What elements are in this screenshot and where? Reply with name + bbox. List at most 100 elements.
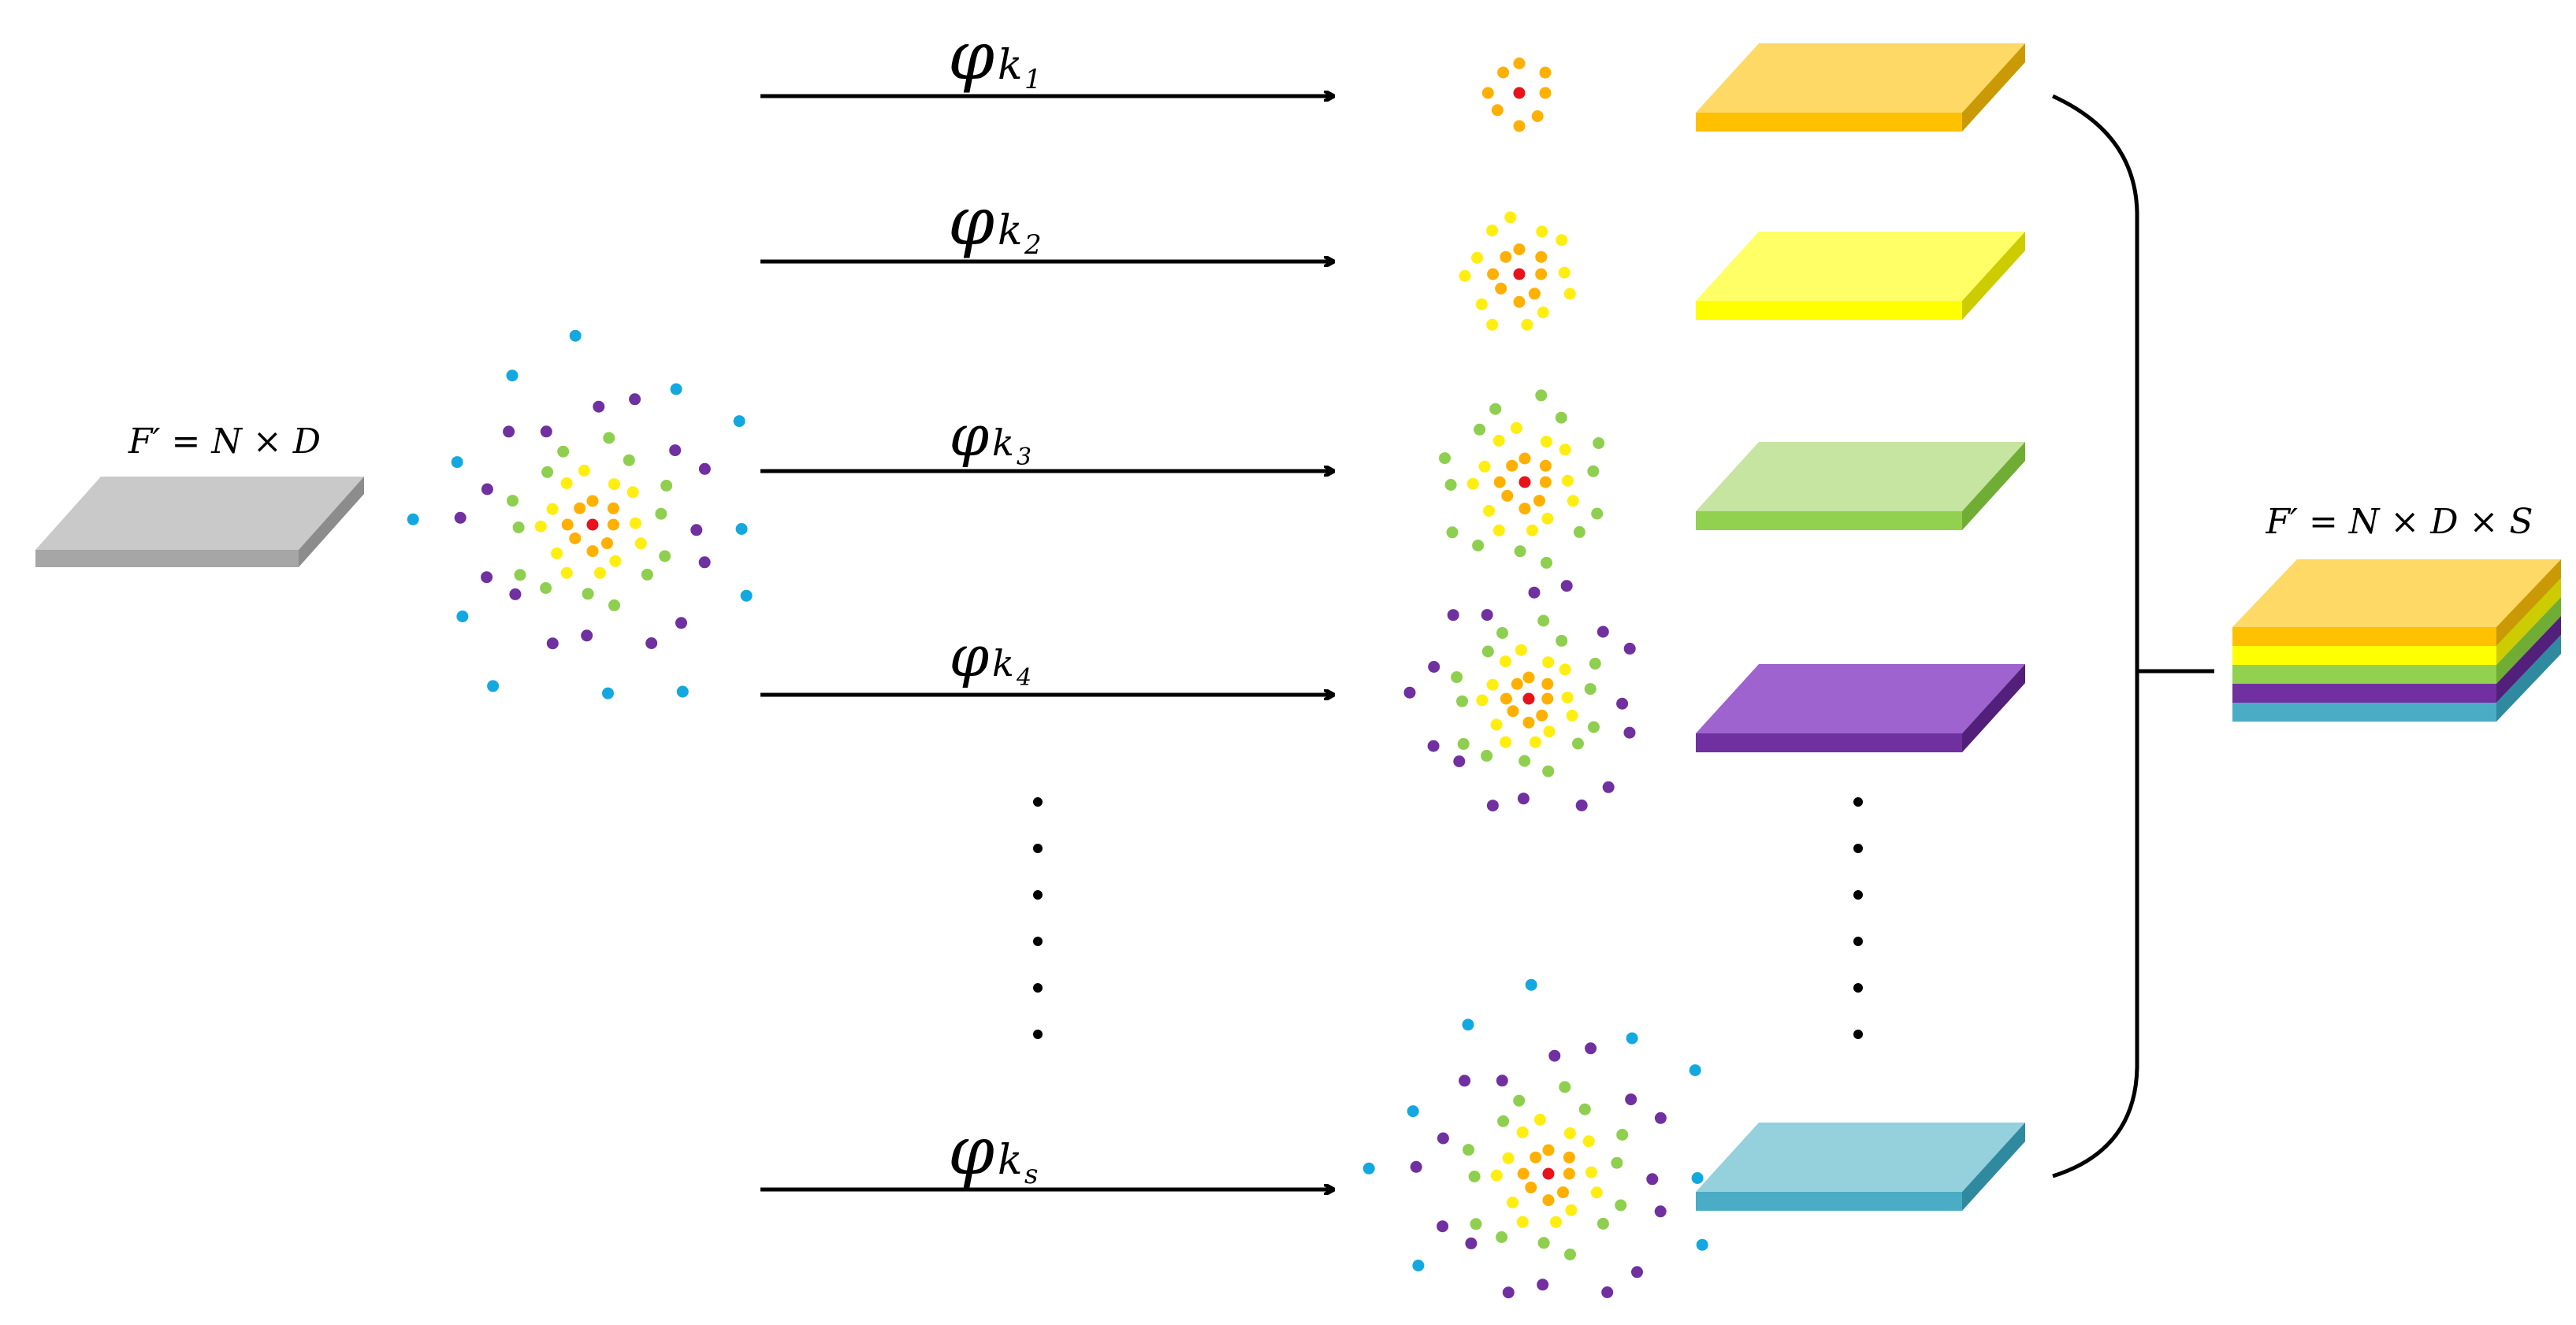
point <box>659 550 671 562</box>
point <box>1563 1127 1576 1140</box>
point <box>1446 526 1459 539</box>
point <box>586 495 599 507</box>
point <box>1558 266 1571 279</box>
point <box>1510 421 1522 434</box>
point <box>698 462 711 475</box>
point <box>581 629 593 642</box>
point <box>1468 1171 1481 1182</box>
point <box>1474 423 1486 436</box>
point <box>607 518 619 531</box>
point <box>1437 1132 1449 1145</box>
point <box>1696 1238 1708 1251</box>
point <box>1481 609 1493 622</box>
point-cloud-scale-ks <box>1362 978 1708 1299</box>
plate-side <box>1962 43 2025 132</box>
operator-index: s <box>1024 1159 1038 1190</box>
point <box>1459 1074 1471 1087</box>
point <box>1500 655 1511 668</box>
point <box>569 532 582 544</box>
plate-top <box>1696 664 2025 733</box>
point <box>1517 792 1530 805</box>
point <box>1556 234 1568 247</box>
point <box>1623 642 1636 655</box>
point <box>609 555 622 567</box>
point <box>586 545 599 558</box>
point <box>676 685 689 698</box>
point <box>546 637 559 650</box>
point-cloud-scale-k4 <box>1403 580 1636 812</box>
point <box>1555 411 1567 424</box>
point <box>594 566 606 579</box>
output-label: F′ = N × D × S <box>2266 502 2533 542</box>
point <box>1403 686 1416 699</box>
point <box>1654 1205 1667 1218</box>
phi-symbol: φ <box>948 17 994 95</box>
point <box>1563 1167 1575 1180</box>
point <box>1518 503 1531 515</box>
point <box>407 513 419 525</box>
point <box>1465 1237 1478 1249</box>
center-point <box>586 518 599 531</box>
point <box>1486 800 1499 812</box>
point <box>1456 695 1468 707</box>
point <box>1565 1204 1578 1216</box>
stack-side-1 <box>2496 559 2561 646</box>
point <box>603 432 615 444</box>
plate-top <box>1696 1123 2025 1192</box>
point <box>1587 465 1600 477</box>
point <box>1530 1151 1542 1164</box>
point <box>1540 436 1552 448</box>
point <box>1573 525 1585 538</box>
point <box>1481 645 1494 658</box>
point <box>1522 671 1535 684</box>
center-point <box>1513 87 1526 99</box>
point <box>1453 755 1466 767</box>
operator-subscript: k <box>998 207 1023 254</box>
point <box>1500 692 1512 705</box>
point <box>1502 1152 1515 1164</box>
stack-layer-5 <box>2232 703 2496 722</box>
point <box>1537 1237 1550 1249</box>
point <box>1500 736 1512 748</box>
point <box>1550 1216 1562 1228</box>
point <box>1616 697 1629 710</box>
point <box>1492 434 1505 447</box>
point <box>1535 268 1548 280</box>
input-point-cloud <box>407 329 753 700</box>
center-point <box>1518 476 1531 488</box>
point <box>1537 614 1550 627</box>
point <box>690 524 703 536</box>
point <box>560 477 573 489</box>
point <box>1470 1218 1482 1230</box>
point <box>1486 678 1499 691</box>
point <box>733 415 745 428</box>
input-plate-top <box>35 477 364 550</box>
point <box>1585 1166 1597 1178</box>
point <box>1518 755 1531 767</box>
operator-subscript: k <box>992 642 1014 685</box>
point <box>1597 625 1609 638</box>
point <box>698 556 711 569</box>
feature-plate-k1 <box>1696 43 2025 132</box>
plate-front <box>1696 733 1962 752</box>
point <box>1516 1216 1529 1228</box>
point <box>1562 474 1574 487</box>
operator-label-k3: φ k 3 <box>950 403 1032 471</box>
point <box>1516 1126 1529 1138</box>
point <box>608 599 620 611</box>
point <box>1557 1186 1569 1199</box>
point <box>1602 781 1615 793</box>
point <box>454 511 467 524</box>
point <box>1515 644 1527 656</box>
point <box>1533 1113 1546 1126</box>
operator-label-k2: φ k 2 <box>948 183 1041 261</box>
point <box>507 495 519 507</box>
point <box>1517 1167 1530 1180</box>
point <box>660 480 673 492</box>
point <box>1525 978 1537 991</box>
plate-top <box>1696 232 2025 301</box>
point <box>551 547 563 559</box>
point <box>1457 737 1470 750</box>
point <box>1541 692 1554 705</box>
